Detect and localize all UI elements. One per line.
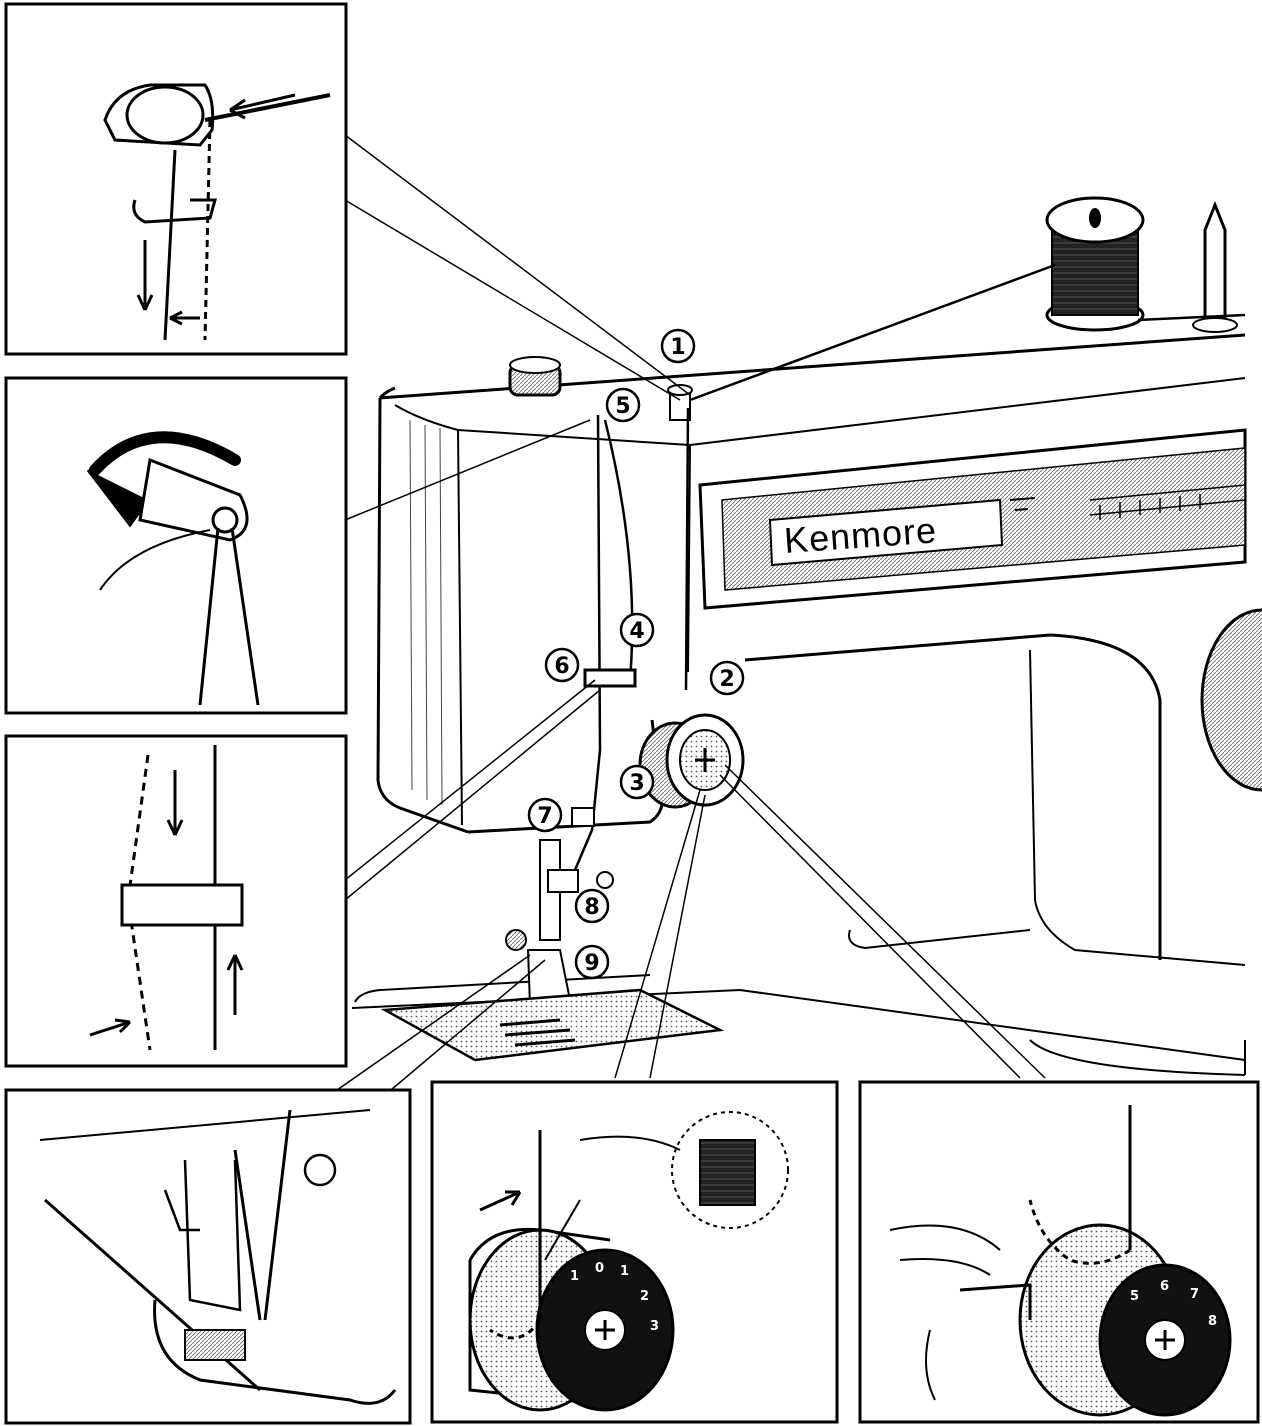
svg-text:1: 1	[620, 1264, 629, 1279]
needle-assembly	[505, 807, 614, 1007]
svg-text:4: 4	[629, 619, 644, 644]
spool-pin	[1192, 200, 1238, 333]
callout-1: 1	[660, 328, 696, 364]
svg-text:9: 9	[584, 951, 599, 976]
inset-take-up-lever	[4, 376, 348, 715]
leader-lines	[329, 134, 1046, 1096]
inset-thread-guide-slot	[4, 734, 348, 1068]
inset-needle-threading	[4, 1088, 412, 1425]
callout-3: 3	[619, 764, 655, 800]
svg-text:7: 7	[537, 804, 552, 829]
inset-tension-dial-b: 5 6 7 8	[858, 1080, 1260, 1424]
svg-text:5: 5	[615, 394, 630, 419]
svg-text:2: 2	[719, 667, 734, 692]
callout-4: 4	[619, 612, 655, 648]
svg-text:0: 0	[595, 1261, 604, 1276]
svg-text:6: 6	[554, 654, 569, 679]
take-up-lever	[583, 668, 637, 688]
svg-text:3: 3	[650, 1319, 659, 1334]
throat-plate	[380, 988, 725, 1062]
svg-text:5: 5	[1130, 1289, 1139, 1304]
handwheel	[1200, 608, 1262, 792]
callout-5: 5	[605, 387, 641, 423]
pressure-knob	[508, 356, 562, 397]
tension-dial	[638, 713, 745, 809]
inset-tension-dial-a: 1 0 1 2 3	[430, 1080, 839, 1424]
svg-text:6: 6	[1160, 1279, 1169, 1294]
arrow-icon	[169, 310, 200, 326]
arrow-icon	[229, 93, 296, 120]
arrow-icon	[136, 240, 154, 311]
callout-7: 7	[527, 797, 563, 833]
upper-thread	[573, 263, 1246, 871]
svg-text:8: 8	[584, 895, 599, 920]
callout-6: 6	[544, 647, 580, 683]
svg-text:2: 2	[640, 1289, 649, 1304]
svg-text:8: 8	[1208, 1314, 1217, 1329]
svg-text:7: 7	[1190, 1287, 1199, 1302]
callout-8: 8	[574, 888, 610, 924]
callout-9: 9	[574, 944, 610, 980]
svg-text:1: 1	[670, 335, 685, 360]
nameplate: Kenmore	[698, 428, 1247, 610]
inset-thread-guide	[4, 2, 348, 356]
callout-2: 2	[709, 660, 745, 696]
svg-text:3: 3	[629, 771, 644, 796]
svg-text:1: 1	[570, 1269, 579, 1284]
thread-spool	[1045, 196, 1145, 332]
